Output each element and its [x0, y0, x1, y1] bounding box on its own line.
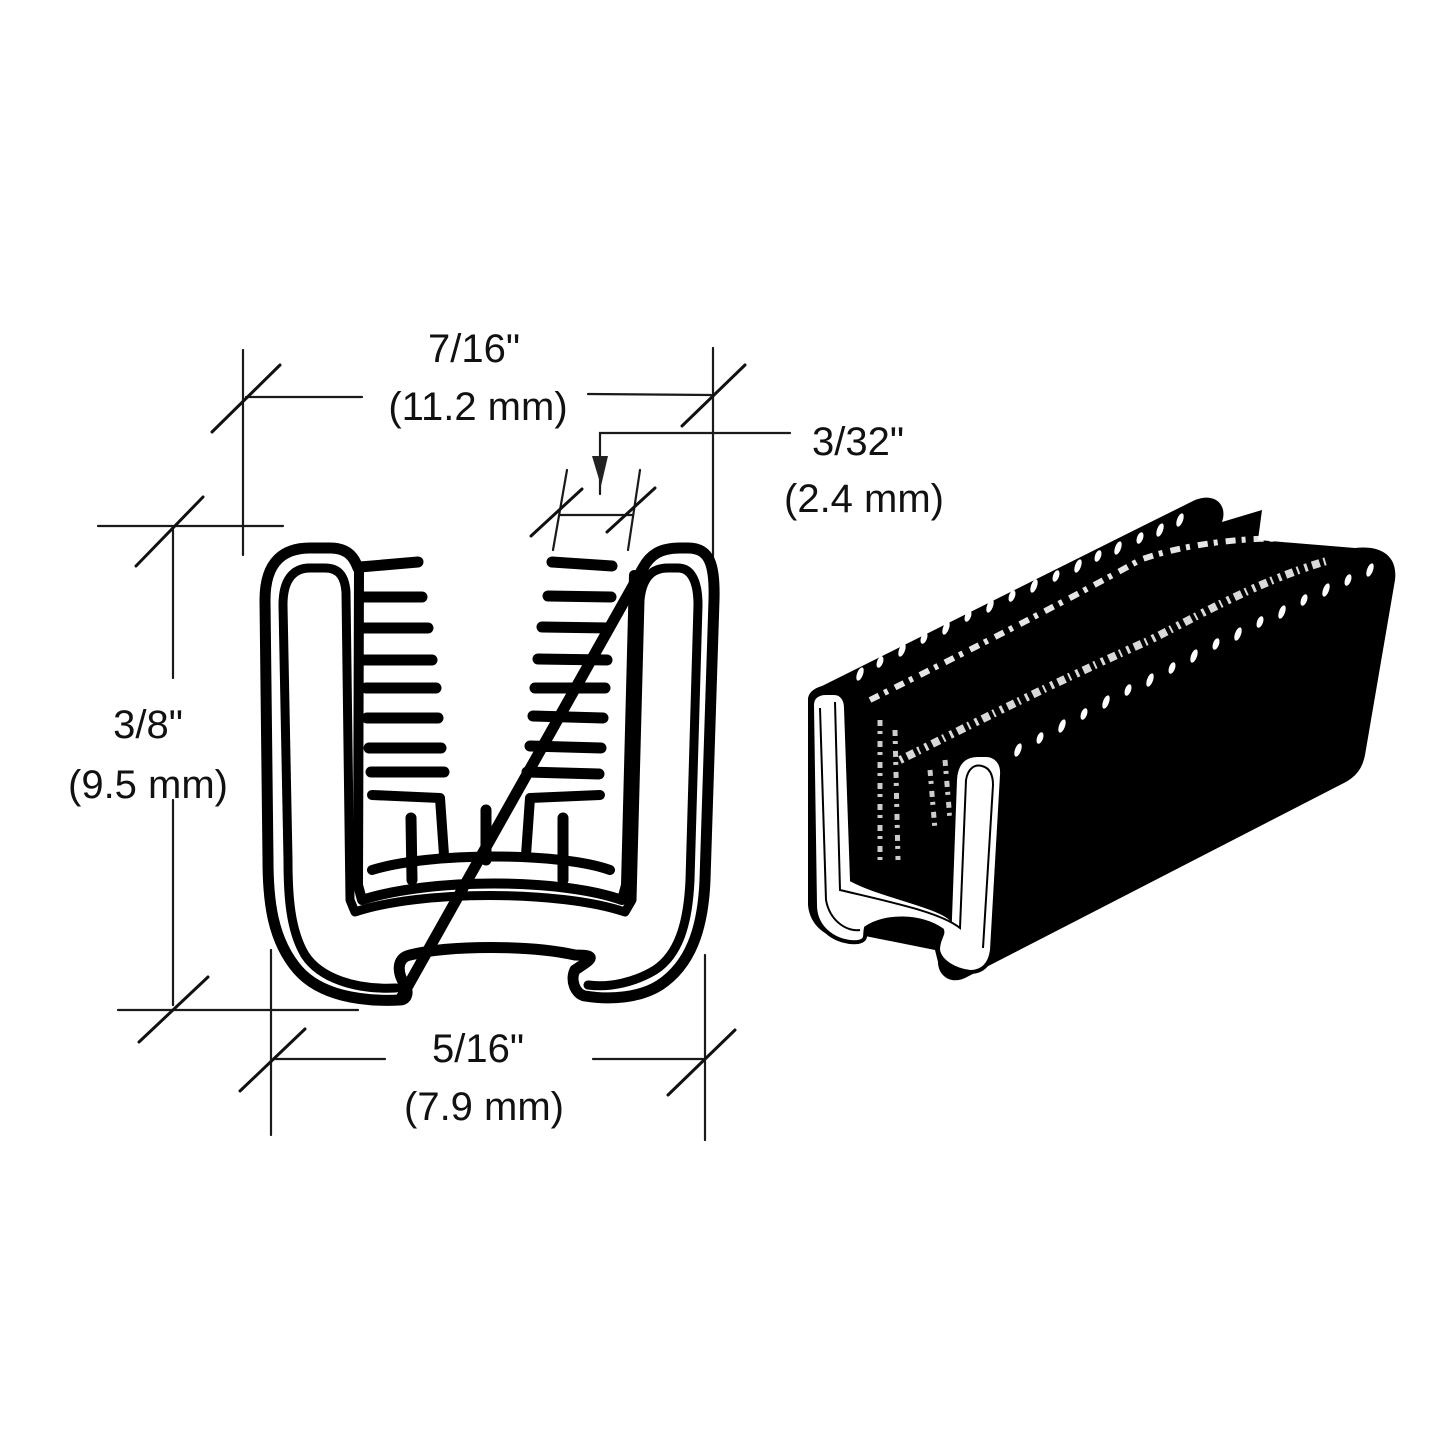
- perspective-view: [808, 497, 1396, 981]
- pointer-arrow-icon: [592, 456, 608, 486]
- dimension-top-width: 7/16" (11.2 mm): [210, 327, 747, 584]
- top-width-imperial-label: 7/16": [428, 327, 520, 371]
- dimension-fin-gap: 3/32" (2.4 mm): [529, 420, 944, 552]
- dimension-bottom-width: 5/16" (7.9 mm): [238, 948, 737, 1142]
- fin-gap-imperial-label: 3/32": [812, 420, 904, 464]
- cross-section-profile: [259, 542, 720, 1006]
- texture-highlights: [856, 513, 1374, 757]
- fin-gap-metric-label: (2.4 mm): [784, 477, 944, 521]
- dimension-height: 3/8" (9.5 mm): [68, 495, 360, 1044]
- bottom-width-imperial-label: 5/16": [432, 1027, 524, 1071]
- height-imperial-label: 3/8": [113, 703, 183, 747]
- height-metric-label: (9.5 mm): [68, 763, 228, 807]
- bottom-width-metric-label: (7.9 mm): [404, 1085, 564, 1129]
- top-width-metric-label: (11.2 mm): [388, 385, 567, 429]
